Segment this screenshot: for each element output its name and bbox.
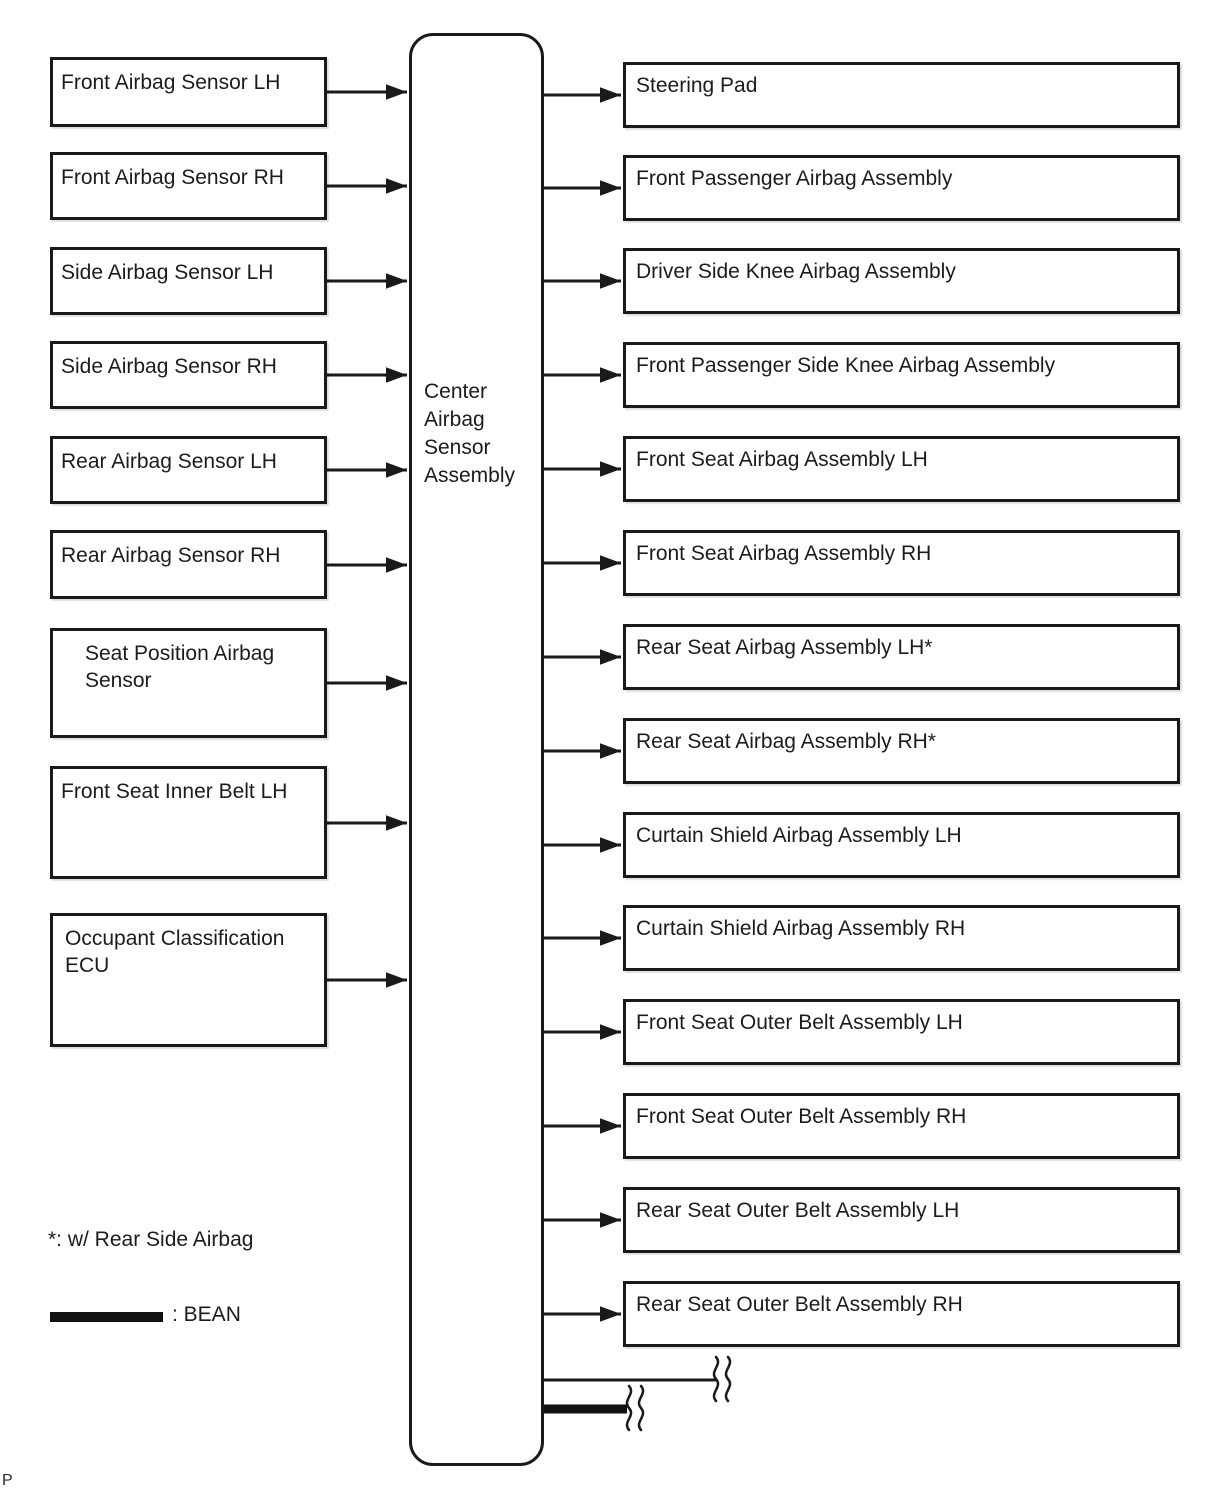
node-front-passenger-side-knee-airbag-assembly: Front Passenger Side Knee Airbag Assembl… — [623, 342, 1180, 408]
center-node-label: Center Airbag Sensor Assembly — [424, 380, 516, 487]
node-label: Front Seat Outer Belt Assembly RH — [636, 1105, 967, 1128]
node-label: Rear Seat Airbag Assembly LH* — [636, 636, 933, 659]
node-label: Front Passenger Airbag Assembly — [636, 167, 953, 190]
bean-legend-label: : BEAN — [172, 1303, 241, 1326]
node-front-airbag-sensor-lh: Front Airbag Sensor LH — [50, 57, 327, 127]
node-label: Rear Airbag Sensor RH — [61, 544, 281, 567]
node-label: Front Airbag Sensor LH — [61, 71, 281, 94]
page-corner-marker: P — [2, 1472, 13, 1489]
node-label: Seat Position Airbag Sensor — [85, 642, 275, 692]
bus-continuation-stubs — [544, 1355, 732, 1432]
node-steering-pad: Steering Pad — [623, 62, 1180, 128]
node-label: Front Passenger Side Knee Airbag Assembl… — [636, 354, 1056, 377]
node-rear-seat-airbag-assembly-rh: Rear Seat Airbag Assembly RH* — [623, 718, 1180, 784]
node-front-seat-inner-belt-lh: Front Seat Inner Belt LH — [50, 766, 327, 879]
node-label: Front Seat Airbag Assembly RH — [636, 542, 932, 565]
node-occupant-classification-ecu: Occupant Classification ECU — [50, 913, 327, 1047]
node-label: Front Seat Airbag Assembly LH — [636, 448, 928, 471]
node-side-airbag-sensor-rh: Side Airbag Sensor RH — [50, 341, 327, 409]
line-break-squiggle — [625, 1384, 645, 1432]
node-label: Side Airbag Sensor LH — [61, 261, 274, 284]
node-label: Front Seat Outer Belt Assembly LH — [636, 1011, 963, 1034]
line-break-squiggle — [712, 1355, 732, 1403]
node-front-passenger-airbag-assembly: Front Passenger Airbag Assembly — [623, 155, 1180, 221]
right-output-arrows — [544, 87, 621, 1322]
node-label: Front Seat Inner Belt LH — [61, 780, 288, 803]
node-rear-seat-outer-belt-assembly-rh: Rear Seat Outer Belt Assembly RH — [623, 1281, 1180, 1347]
node-label: Rear Seat Outer Belt Assembly RH — [636, 1293, 963, 1316]
node-label: Front Airbag Sensor RH — [61, 166, 284, 189]
node-front-seat-outer-belt-assembly-lh: Front Seat Outer Belt Assembly LH — [623, 999, 1180, 1065]
node-label: Driver Side Knee Airbag Assembly — [636, 260, 956, 283]
node-rear-airbag-sensor-lh: Rear Airbag Sensor LH — [50, 436, 327, 504]
node-curtain-shield-airbag-assembly-lh: Curtain Shield Airbag Assembly LH — [623, 812, 1180, 878]
node-rear-seat-outer-belt-assembly-lh: Rear Seat Outer Belt Assembly LH — [623, 1187, 1180, 1253]
node-driver-side-knee-airbag-assembly: Driver Side Knee Airbag Assembly — [623, 248, 1180, 314]
node-label: Side Airbag Sensor RH — [61, 355, 277, 378]
node-front-seat-airbag-assembly-lh: Front Seat Airbag Assembly LH — [623, 436, 1180, 502]
asterisk-footnote: *: w/ Rear Side Airbag — [48, 1228, 254, 1251]
node-side-airbag-sensor-lh: Side Airbag Sensor LH — [50, 247, 327, 315]
node-front-seat-airbag-assembly-rh: Front Seat Airbag Assembly RH — [623, 530, 1180, 596]
left-input-arrows — [325, 84, 407, 988]
node-seat-position-airbag-sensor: Seat Position Airbag Sensor — [50, 628, 327, 738]
node-label: Curtain Shield Airbag Assembly LH — [636, 824, 962, 847]
node-label: Steering Pad — [636, 74, 758, 97]
node-rear-airbag-sensor-rh: Rear Airbag Sensor RH — [50, 530, 327, 599]
node-rear-seat-airbag-assembly-lh: Rear Seat Airbag Assembly LH* — [623, 624, 1180, 690]
node-label: Rear Seat Airbag Assembly RH* — [636, 730, 936, 753]
bean-line-swatch — [50, 1312, 163, 1322]
node-curtain-shield-airbag-assembly-rh: Curtain Shield Airbag Assembly RH — [623, 905, 1180, 971]
node-label: Occupant Classification ECU — [65, 927, 285, 977]
node-center-airbag-sensor-assembly — [409, 33, 544, 1466]
node-label: Curtain Shield Airbag Assembly RH — [636, 917, 966, 940]
node-label: Rear Seat Outer Belt Assembly LH — [636, 1199, 960, 1222]
node-front-seat-outer-belt-assembly-rh: Front Seat Outer Belt Assembly RH — [623, 1093, 1180, 1159]
node-label: Rear Airbag Sensor LH — [61, 450, 277, 473]
node-front-airbag-sensor-rh: Front Airbag Sensor RH — [50, 152, 327, 220]
